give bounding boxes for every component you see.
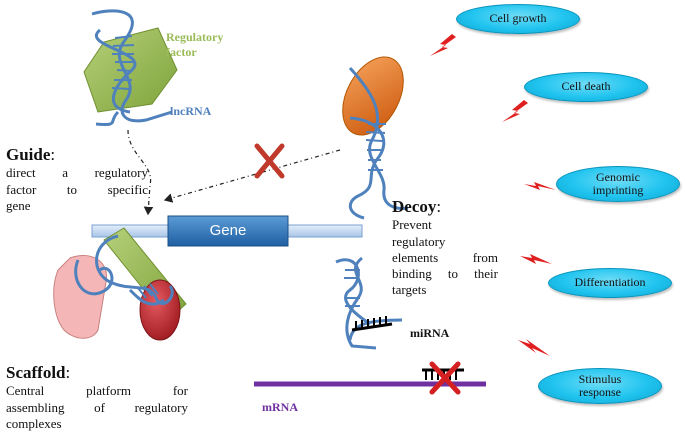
- decoy-strand-b: [348, 116, 386, 220]
- gene-label: Gene: [209, 222, 247, 239]
- scaffold-strand-b: [74, 259, 165, 306]
- outcome-differentiation: Differentiation: [548, 268, 672, 298]
- outcome-label: imprinting: [592, 183, 644, 197]
- gene-construct: [91, 215, 363, 247]
- regulatory-factor-label: Regulatory factor: [166, 30, 223, 60]
- scaffold-pink-protein: [53, 254, 108, 339]
- decoy-desc-line: binding to their: [392, 266, 498, 281]
- decoy-desc-line: elements from: [392, 249, 498, 265]
- guide-desc-line: factor to specific: [6, 181, 148, 197]
- lncrna-label: lncRNA: [170, 104, 212, 118]
- guide-heading: Guide: [6, 145, 51, 164]
- outcome-cell-death: Cell death: [524, 72, 648, 102]
- mirna-sponge-tail: [348, 318, 403, 341]
- decoy-protein-oval: [342, 56, 404, 136]
- decoy-dashed-arrow: [163, 149, 341, 203]
- scaffold-base-pairs: [137, 283, 159, 299]
- guide-description: direct a regulatory factor to specific g…: [6, 165, 148, 214]
- scaffold-heading: Scaffold: [6, 363, 66, 382]
- lightning-icon: [524, 182, 556, 190]
- decoy-desc-line: targets: [392, 282, 427, 298]
- lightning-icon: [430, 34, 456, 56]
- scaffold-desc-line: complexes: [6, 415, 62, 431]
- gene-block: [167, 215, 289, 247]
- decoy-desc-line: Prevent: [392, 217, 432, 233]
- outcome-stimulus-response: Stimulus response: [538, 368, 662, 404]
- mirna-illustration: [254, 256, 486, 395]
- outcome-cell-growth: Cell growth: [456, 4, 580, 34]
- decoy-block: Decoy: Prevent regulatory elements from …: [392, 197, 498, 298]
- guide-desc-line: direct a regulatory: [6, 165, 148, 181]
- guide-illustration: [83, 9, 178, 216]
- mrna-label: mRNA: [262, 400, 298, 414]
- guide-block: Guide: direct a regulatory factor to spe…: [6, 145, 148, 214]
- decoy-illustration: [163, 56, 409, 220]
- mirna-label: miRNA: [410, 326, 450, 340]
- scaffold-block: Scaffold: Central platform for assemblin…: [6, 363, 188, 432]
- scaffold-illustration: [53, 227, 187, 341]
- outcome-label: Differentiation: [574, 275, 646, 290]
- outcome-label: response: [579, 385, 621, 399]
- lightning-icon: [502, 100, 528, 122]
- scaffold-desc-line: Central platform for: [6, 383, 188, 399]
- outcome-label: Cell death: [561, 79, 611, 94]
- mirna-sponge-pairs: [344, 269, 360, 307]
- mirna-bound-teeth: [355, 316, 387, 329]
- decoy-desc-line: regulatory: [392, 233, 446, 249]
- outcome-genomic-imprinting: Genomic imprinting: [556, 166, 680, 202]
- guide-base-pairs: [111, 35, 135, 90]
- guide-arrow: [127, 129, 154, 216]
- outcome-label: Genomic: [595, 169, 640, 184]
- mrna-block-x: [429, 361, 461, 395]
- outcome-label: Cell growth: [489, 11, 547, 26]
- decoy-block-x: [254, 143, 285, 179]
- scaffold-strand-a: [95, 234, 174, 305]
- guide-lncrna-strand-a: [91, 9, 173, 123]
- mirna-sponge-strand-a: [335, 258, 371, 326]
- decoy-base-pairs: [365, 123, 386, 171]
- lightning-bolts: [430, 34, 556, 356]
- lightning-icon: [520, 254, 552, 264]
- regulatory-factor-label-line: factor: [166, 45, 197, 59]
- decoy-description: Prevent regulatory elements from binding…: [392, 217, 498, 298]
- lightning-icon: [518, 339, 550, 356]
- regulatory-factor-label-line: Regulatory: [166, 30, 224, 44]
- mirna-bound-strand: [351, 322, 393, 332]
- guide-lncrna-strand-b: [95, 28, 137, 126]
- scaffold-desc-line: assembling of regulatory: [6, 399, 188, 415]
- scaffold-description: Central platform for assembling of regul…: [6, 383, 188, 432]
- outcome-label: Stimulus: [578, 371, 622, 386]
- guide-desc-line: gene: [6, 197, 31, 213]
- decoy-heading: Decoy: [392, 197, 437, 216]
